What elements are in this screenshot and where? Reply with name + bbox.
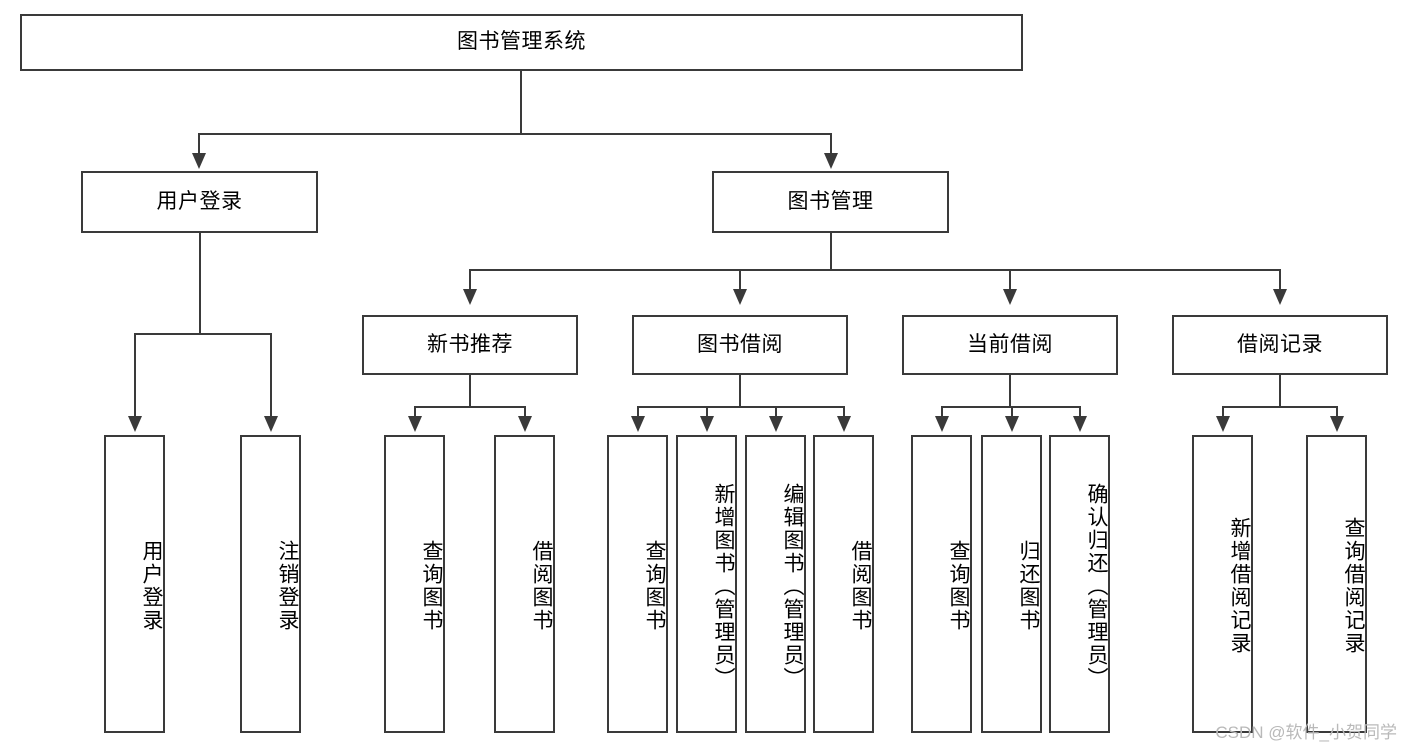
node-label: 新增借阅记录 [1228, 517, 1251, 655]
arrowhead-to-book-management [824, 153, 838, 169]
connector-user-login-to-leaf-1 [134, 333, 136, 418]
node-label: 借阅图书 [849, 540, 872, 632]
connector-nbr-leaf-2 [524, 406, 526, 418]
connector-to-borrow-record [1279, 269, 1281, 291]
connector-new-book-recommend-stem [469, 375, 471, 408]
leaf-user-login[interactable]: 用户登录 [104, 435, 165, 733]
arrowhead-to-borrow-record [1273, 289, 1287, 305]
node-current-borrow[interactable]: 当前借阅 [902, 315, 1118, 375]
node-label: 新书推荐 [427, 332, 513, 356]
node-book-management[interactable]: 图书管理 [712, 171, 949, 233]
connector-book-borrow-stem [739, 375, 741, 408]
connector-root-to-book-management [830, 133, 832, 156]
leaf-nbr-query-books[interactable]: 查询图书 [384, 435, 445, 733]
connector-bb-leaf-1 [637, 406, 639, 418]
node-book-borrow[interactable]: 图书借阅 [632, 315, 848, 375]
connector-root-stem [520, 71, 522, 134]
leaf-bb-borrow-books[interactable]: 借阅图书 [813, 435, 874, 733]
arrowhead-nbr-leaf-1 [408, 416, 422, 432]
connector-bb-leaf-2 [706, 406, 708, 418]
arrowhead-nbr-leaf-2 [518, 416, 532, 432]
arrowhead-br-leaf-2 [1330, 416, 1344, 432]
node-label: 编辑图书（管理员） [781, 482, 804, 690]
node-label: 查询图书 [947, 540, 970, 632]
leaf-bb-query-books[interactable]: 查询图书 [607, 435, 668, 733]
arrowhead-to-user-login [192, 153, 206, 169]
csdn-watermark: CSDN @软件_小贺同学 [1215, 723, 1397, 742]
connector-user-login-bus [134, 333, 271, 335]
node-label: 用户登录 [140, 540, 163, 632]
connector-br-leaf-1 [1222, 406, 1224, 418]
node-label: 图书管理系统 [457, 30, 586, 54]
connector-to-book-borrow [739, 269, 741, 291]
arrowhead-bb-leaf-4 [837, 416, 851, 432]
connector-book-management-stem [830, 233, 832, 271]
connector-user-login-to-leaf-2 [270, 333, 272, 418]
connector-borrow-record-bus [1222, 406, 1338, 408]
node-label: 确认归还（管理员） [1085, 482, 1108, 690]
arrowhead-to-book-borrow [733, 289, 747, 305]
arrowhead-user-login-leaf-2 [264, 416, 278, 432]
connector-new-book-recommend-bus [414, 406, 526, 408]
connector-br-leaf-2 [1336, 406, 1338, 418]
leaf-br-query-record[interactable]: 查询借阅记录 [1306, 435, 1367, 733]
node-label: 图书管理 [787, 189, 874, 213]
arrowhead-cb-leaf-2 [1005, 416, 1019, 432]
node-label: 借阅记录 [1237, 332, 1323, 356]
arrowhead-user-login-leaf-1 [128, 416, 142, 432]
leaf-br-add-record[interactable]: 新增借阅记录 [1192, 435, 1253, 733]
connector-current-borrow-stem [1009, 375, 1011, 408]
leaf-cb-confirm-return-admin[interactable]: 确认归还（管理员） [1049, 435, 1110, 733]
leaf-nbr-borrow-books[interactable]: 借阅图书 [494, 435, 555, 733]
arrowhead-to-new-book-recommend [463, 289, 477, 305]
leaf-bb-add-book-admin[interactable]: 新增图书（管理员） [676, 435, 737, 733]
connector-bb-leaf-4 [843, 406, 845, 418]
connector-cb-leaf-1 [941, 406, 943, 418]
leaf-cb-query-books[interactable]: 查询图书 [911, 435, 972, 733]
connector-to-current-borrow [1009, 269, 1011, 291]
node-label: 图书借阅 [697, 332, 783, 356]
node-label: 查询图书 [420, 540, 443, 632]
leaf-cb-return-books[interactable]: 归还图书 [981, 435, 1042, 733]
arrowhead-bb-leaf-3 [769, 416, 783, 432]
arrowhead-cb-leaf-1 [935, 416, 949, 432]
leaf-logout[interactable]: 注销登录 [240, 435, 301, 733]
node-root-book-management-system[interactable]: 图书管理系统 [20, 14, 1023, 71]
leaf-bb-edit-book-admin[interactable]: 编辑图书（管理员） [745, 435, 806, 733]
connector-level3-bus [469, 269, 1281, 271]
connector-root-to-user-login [198, 133, 200, 156]
node-label: 注销登录 [276, 540, 299, 632]
arrowhead-bb-leaf-2 [700, 416, 714, 432]
connector-root-bus [198, 133, 832, 135]
node-label: 归还图书 [1017, 540, 1040, 632]
connector-user-login-stem [199, 233, 201, 334]
connector-book-borrow-bus [637, 406, 845, 408]
arrowhead-bb-leaf-1 [631, 416, 645, 432]
node-label: 当前借阅 [967, 332, 1053, 356]
node-label: 借阅图书 [530, 540, 553, 632]
node-label: 用户登录 [156, 189, 243, 213]
arrowhead-to-current-borrow [1003, 289, 1017, 305]
node-borrow-record[interactable]: 借阅记录 [1172, 315, 1388, 375]
node-label: 查询图书 [643, 540, 666, 632]
arrowhead-cb-leaf-3 [1073, 416, 1087, 432]
connector-cb-leaf-3 [1079, 406, 1081, 418]
node-label: 新增图书（管理员） [712, 482, 735, 690]
node-user-login[interactable]: 用户登录 [81, 171, 318, 233]
connector-to-new-book-recommend [469, 269, 471, 291]
node-label: 查询借阅记录 [1342, 517, 1365, 655]
connector-cb-leaf-2 [1011, 406, 1013, 418]
arrowhead-br-leaf-1 [1216, 416, 1230, 432]
connector-nbr-leaf-1 [414, 406, 416, 418]
node-new-book-recommend[interactable]: 新书推荐 [362, 315, 578, 375]
connector-borrow-record-stem [1279, 375, 1281, 408]
connector-bb-leaf-3 [775, 406, 777, 418]
